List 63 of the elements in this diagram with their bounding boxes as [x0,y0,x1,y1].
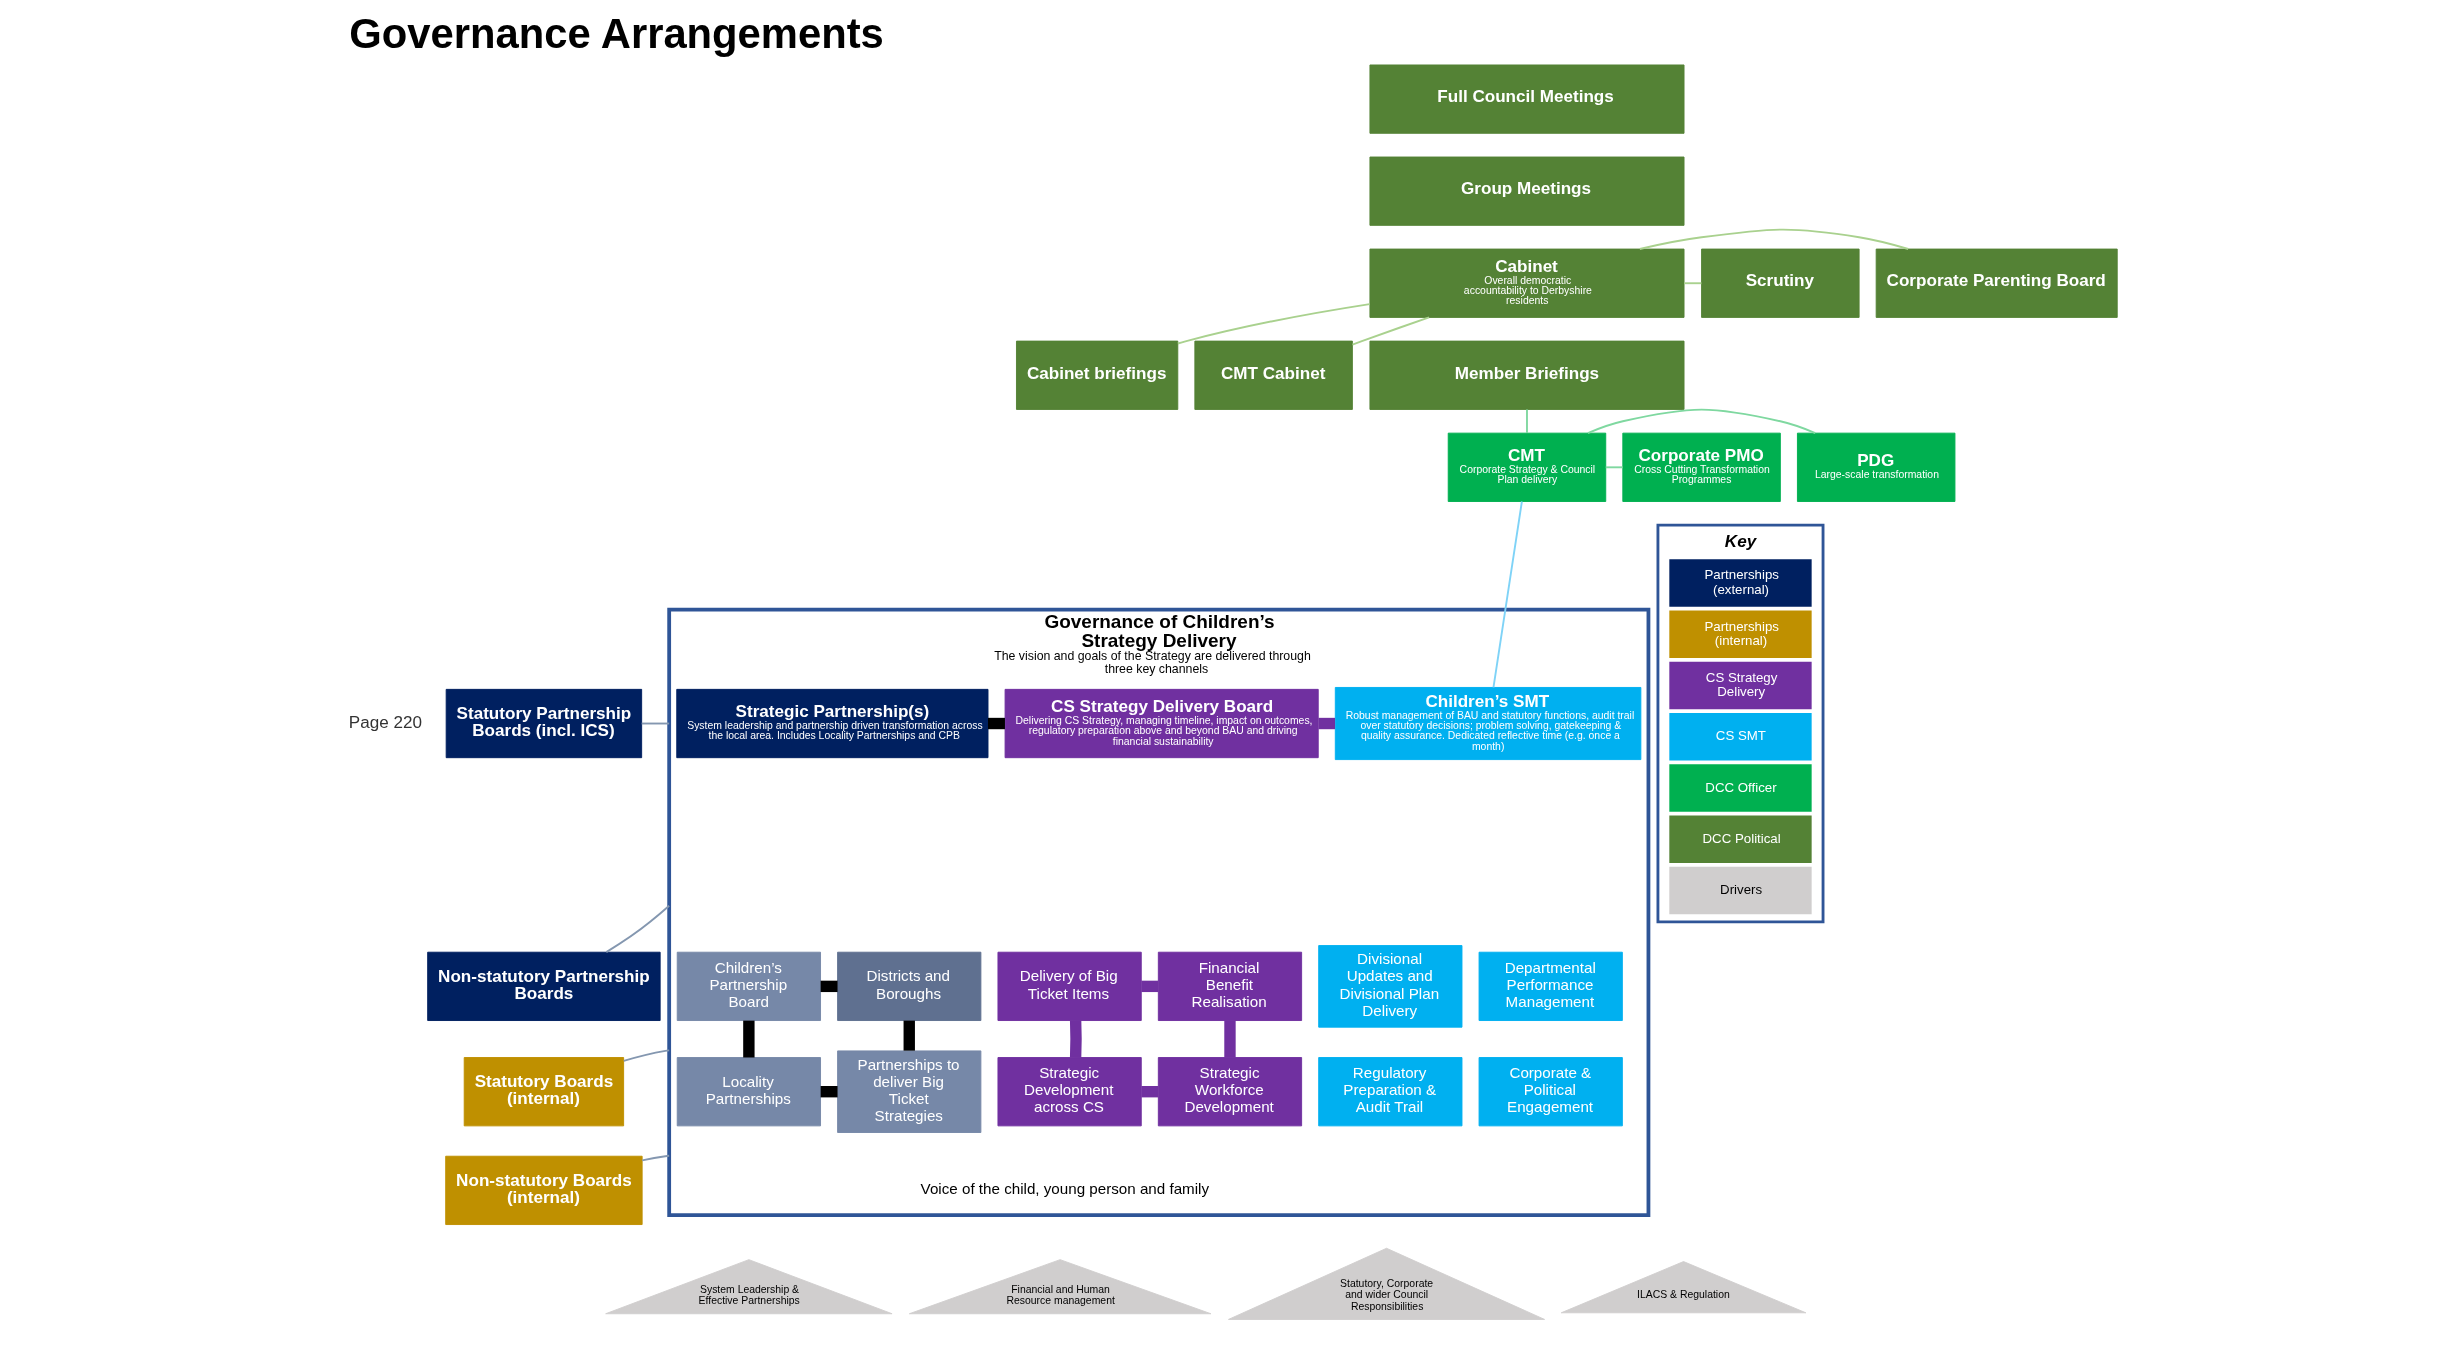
node-box: Member Briefings [1368,340,1684,410]
node-box: Departmental Performance Management [1478,951,1623,1021]
legend-label: Partnerships (internal) [1703,618,1779,648]
legend-label: Partnerships (external) [1703,567,1779,597]
connector [1351,316,1430,346]
connector [1604,466,1624,469]
diagram-title: Governance Arrangements [348,10,884,58]
node-box: PDG Large-scale transformation [1796,432,1955,502]
node-box: Corporate Parenting Board [1875,248,2118,318]
node-box: Children’s Partnership Board [676,951,821,1021]
node-box: Regulatory Preparation & Audit Trail [1317,1057,1462,1127]
connector [640,1154,670,1162]
legend-label: CS Strategy Delivery [1705,669,1777,700]
connector [903,1020,915,1051]
connector [742,1020,755,1058]
connector [640,722,670,725]
node-box: Statutory Partnership Boards (incl. ICS) [445,688,642,759]
legend-label: DCC Officer [1704,779,1777,795]
node-box: Full Council Meetings [1368,64,1684,134]
connector [1176,303,1371,345]
node-box: Corporate PMO Cross Cutting Transformation Programmes [1621,432,1781,502]
node-box: Strategic Development across CS [997,1057,1142,1127]
node-box: Statutory Boards (internal) [463,1057,624,1127]
legend-label: CS SMT [1715,728,1766,744]
node-box: Cabinet briefings [1015,340,1178,410]
connector [820,980,838,993]
node-box: Group Meetings [1368,156,1684,226]
legend-label: DCC Political [1702,830,1781,846]
node-box: Divisional Updates and Divisional Plan Delivery [1317,945,1462,1028]
connector [1069,1020,1082,1058]
node-box: Children’s SMT Robust management of BAU and statutory functions, audit trail over statutory decisions; problem solving, gatekeeping & quality assurance. Dedicated reflective time (e.g. once a month) [1334,687,1641,761]
connector [1586,408,1816,435]
node-box: Non-statutory Boards (internal) [444,1155,643,1226]
connector [1525,408,1528,434]
node-box: Partnerships to deliver Big Ticket Strategies [836,1050,981,1133]
connector [1140,980,1158,993]
node-box: Districts and Boroughs [836,951,981,1021]
node-box: CMT Cabinet [1193,340,1353,410]
node-box: Scrutiny [1700,248,1860,318]
connector [820,1086,838,1098]
connector [1682,282,1702,285]
node-box: Corporate & Political Engagement [1478,1057,1623,1127]
connector [622,1049,670,1062]
node-box: CS Strategy Delivery Board Delivering CS Strategy, managing timeline, impact on outcomes, regulatory preparation above and beyond BAU and driving financial sustainability [1004,688,1319,759]
connector [604,904,670,954]
node-box: Non-statutory Partnership Boards [426,951,661,1021]
node-box: Locality Partnerships [676,1057,821,1127]
node-box: Delivery of Big Ticket Items [997,951,1142,1021]
connector [1492,500,1523,689]
label: Page 220 [348,712,422,732]
node-box: Strategic Partnership(s) System leadership and partnership driven transformation across the local area. Includes Locality Partnerships and CPB [675,688,988,759]
node-box: CMT Corporate Strategy & Council Plan delivery [1447,432,1606,502]
connector [1140,1086,1158,1098]
connector [1318,717,1335,730]
connector [1223,1020,1236,1058]
node-box: Cabinet Overall democratic accountability to Derbyshire residents [1368,248,1684,318]
connector [1638,228,1909,250]
label: Key [1724,532,1756,552]
legend-label: Drivers [1719,882,1762,898]
label: Voice of the child, young person and family [920,1179,1209,1197]
connector [987,717,1005,730]
node-box: Financial Benefit Realisation [1157,951,1302,1021]
node-box: Strategic Workforce Development [1157,1057,1302,1127]
